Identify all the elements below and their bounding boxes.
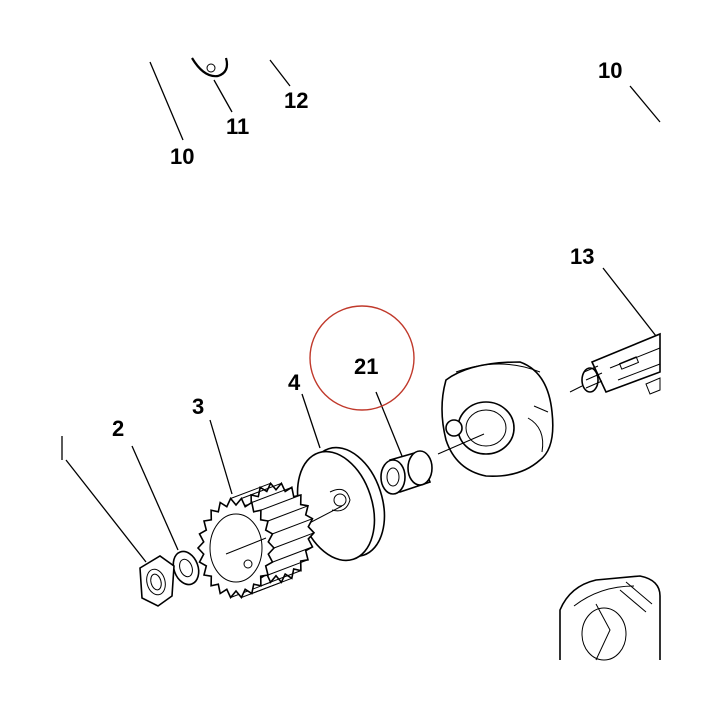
nut-1: [61, 436, 175, 607]
callout-10-right: 10: [598, 58, 622, 83]
gear-3-leader: [209, 419, 233, 495]
washer-2: [131, 445, 200, 586]
callout-11: 11: [226, 114, 249, 139]
part-11-fragment: [191, 57, 233, 113]
callout-13: 13: [570, 244, 594, 269]
disc-4: [295, 393, 386, 562]
bushing-21: [375, 391, 433, 495]
callout-21: 21: [354, 354, 378, 379]
callout-2: 2: [112, 416, 124, 441]
part-10-leader-upper-right: [629, 85, 661, 123]
part-10-leader-upper-left: [149, 61, 184, 141]
callout-4: 4: [288, 370, 301, 395]
housing-lower-right: [559, 575, 661, 661]
part-12-leader: [269, 59, 291, 87]
housing-flange: [437, 361, 554, 477]
highlight-circle-21: [309, 305, 415, 411]
gear-3: [196, 481, 316, 599]
callout-12: 12: [284, 88, 308, 113]
callout-3: 3: [192, 394, 204, 419]
callout-10-left: 10: [170, 144, 194, 169]
shaft-13: [569, 267, 661, 395]
